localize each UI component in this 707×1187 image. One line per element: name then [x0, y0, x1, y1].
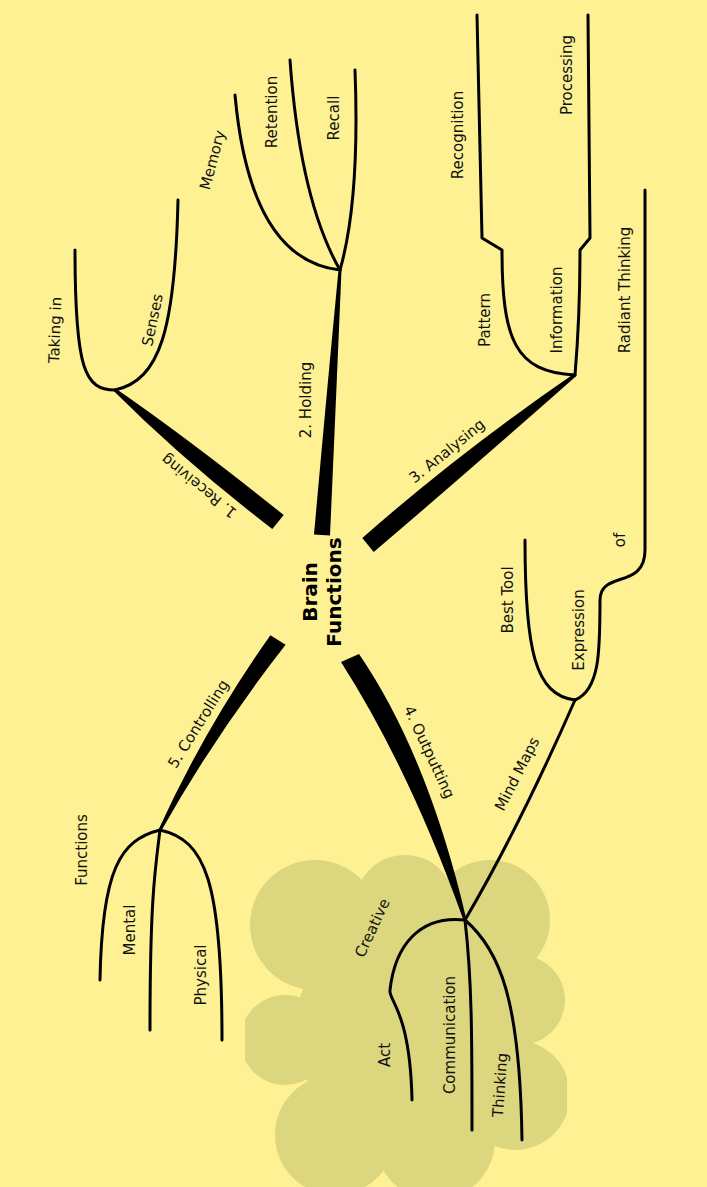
- leaf-label: Retention: [263, 76, 281, 148]
- leaf-label: Memory: [195, 128, 228, 192]
- leaf-label: Physical: [191, 944, 209, 1005]
- cloud-label: Communication: [441, 976, 459, 1094]
- leaf-label: Best Tool: [498, 566, 516, 633]
- cloud-label: Thinking: [489, 1052, 511, 1117]
- leaf-label: Expression: [569, 589, 587, 670]
- leaf-label: Information: [548, 267, 566, 354]
- leaf-label: Taking in: [45, 297, 65, 364]
- branch-label: 2. Holding: [297, 362, 315, 438]
- main-branch: [314, 270, 342, 536]
- leaf-label: Mental: [121, 905, 139, 956]
- sub-branch: [150, 830, 160, 1030]
- sub-branch: [115, 200, 178, 390]
- central-topic: Brain Functions: [298, 536, 346, 648]
- leaf-label: Recognition: [449, 91, 467, 179]
- sub-branch: [290, 60, 340, 270]
- leaf-label: Mind Maps: [491, 734, 544, 814]
- sub-branch: [75, 250, 115, 390]
- leaf-label: Pattern: [476, 293, 494, 347]
- cloud-label: Act: [376, 1043, 394, 1067]
- sub-branch: [235, 95, 340, 270]
- sub-branch: [160, 830, 222, 1040]
- cloud-puff: [295, 920, 515, 1140]
- sub-branch: [575, 15, 590, 375]
- leaf-label: Functions: [73, 814, 91, 886]
- main-branch: [159, 635, 286, 831]
- leaf-label: Radiant Thinking: [616, 227, 634, 354]
- cloud-group: CreativeAct CommunicationThinking: [245, 850, 567, 1187]
- cloud-label: Creative: [350, 896, 393, 961]
- leaf-label: Recall: [325, 96, 343, 141]
- main-branch: [114, 389, 284, 529]
- cloud-shape: [245, 850, 567, 1187]
- leaf-label: Processing: [558, 35, 576, 115]
- sub-branch: [525, 540, 575, 700]
- leaf-label: of: [611, 533, 629, 547]
- main-branch: [362, 374, 576, 552]
